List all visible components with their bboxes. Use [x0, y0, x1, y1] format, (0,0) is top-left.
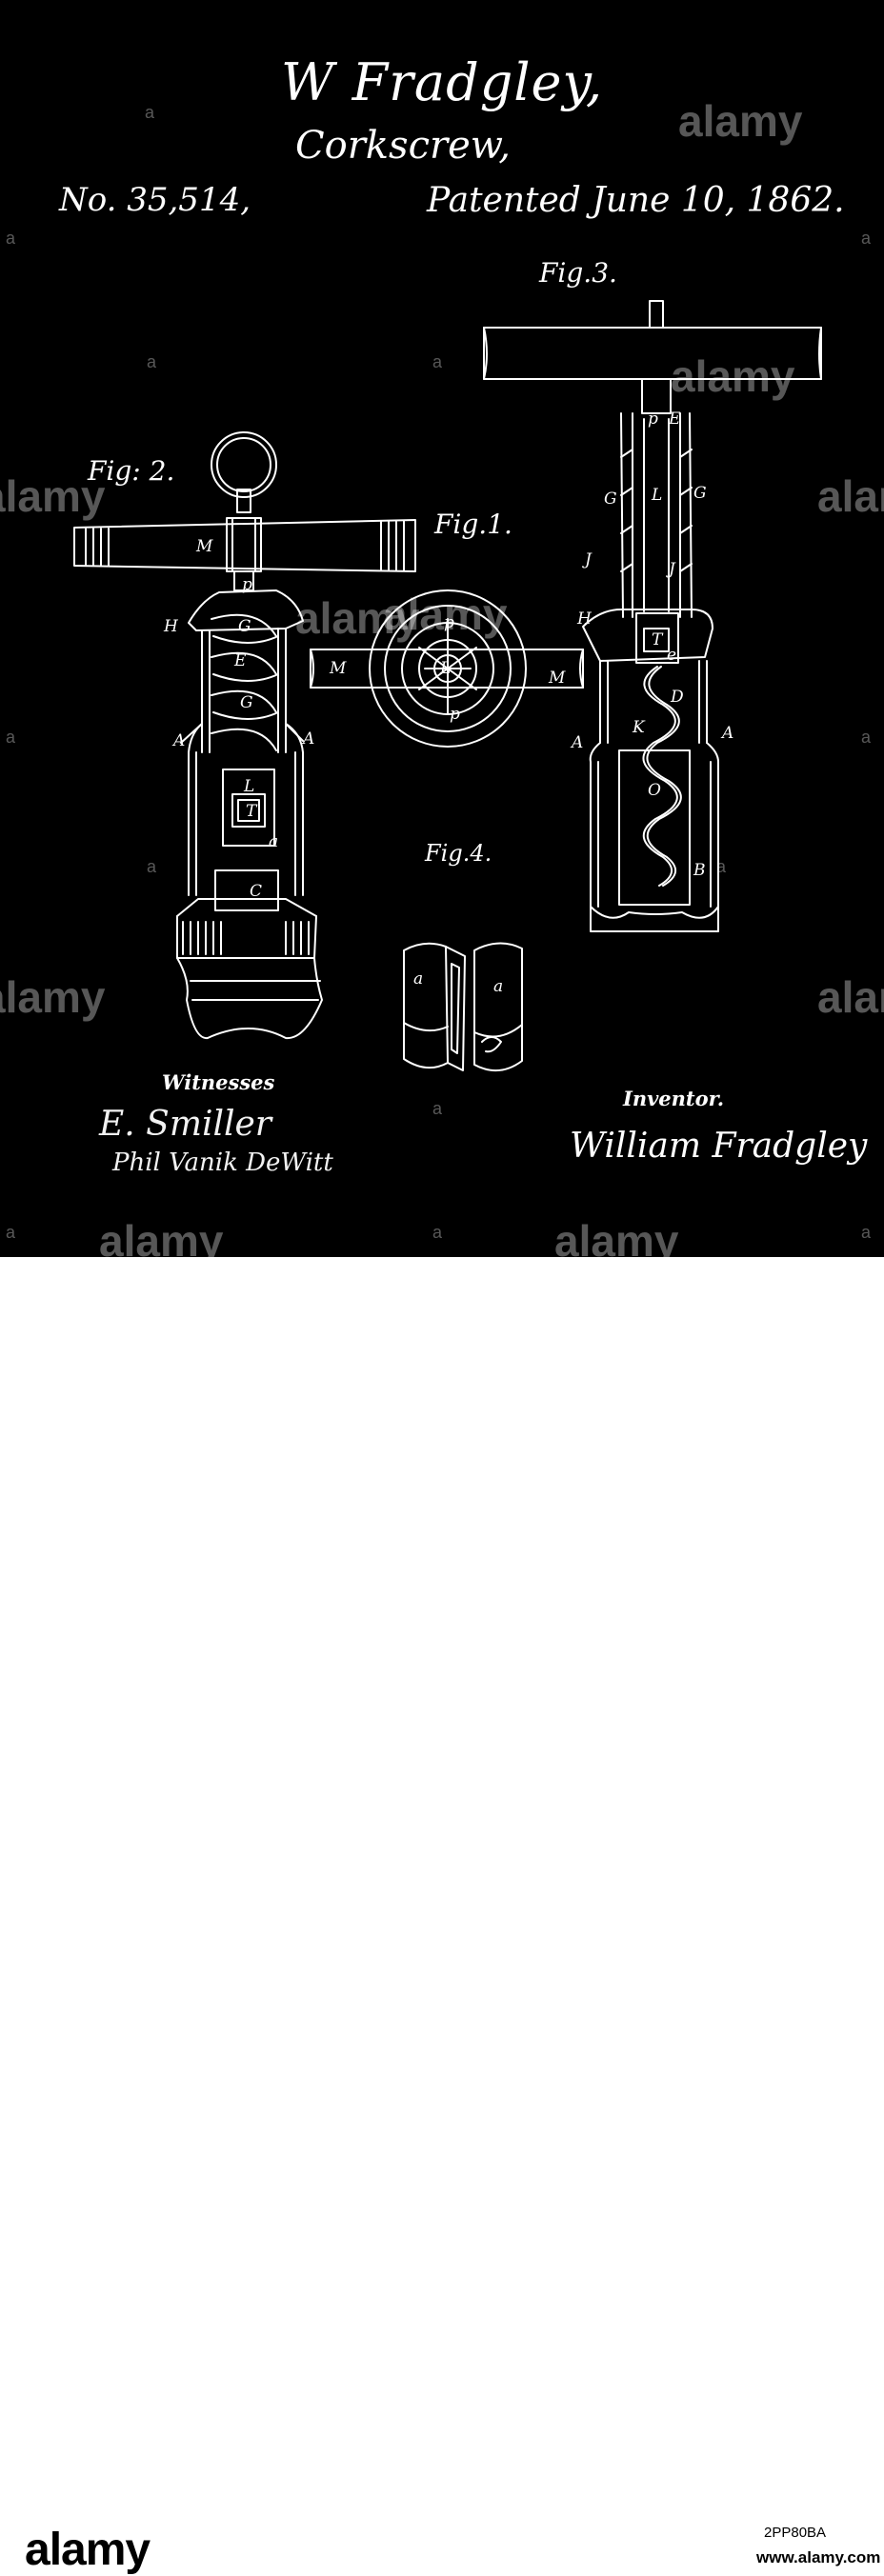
watermark-mark: a — [6, 728, 15, 748]
watermark-brand: alamy — [671, 350, 794, 402]
watermark-mark: a — [716, 857, 726, 877]
label-H-fig3: H — [577, 611, 592, 628]
patent-sheet: W Fradgley, Corkscrew, No. 35,514, Paten… — [0, 0, 884, 1257]
label-L-fig1: L — [440, 661, 451, 677]
footer-brand-logo: alamy — [25, 2524, 150, 2576]
witness-signature-2: Phil Vanik DeWitt — [112, 1148, 333, 1177]
watermark-mark: a — [432, 352, 442, 372]
label-A-fig2: A — [173, 733, 185, 749]
figure-2-drawing — [74, 432, 415, 1038]
label-D-fig3: D — [671, 689, 684, 706]
watermark-brand: alamy — [817, 470, 884, 522]
label-p-fig3: p — [648, 411, 658, 428]
figure-4-drawing — [404, 943, 522, 1070]
image-id: 2PP80BA — [764, 2525, 826, 2541]
label-E-fig2: E — [234, 653, 246, 669]
label-H-fig2: H — [164, 619, 178, 635]
label-M-fig1-left: M — [330, 661, 346, 677]
label-e-fig3: e — [667, 648, 676, 664]
watermark-brand: alamy — [0, 971, 105, 1023]
watermark-mark: a — [861, 1223, 871, 1243]
inventor-signature: William Fradgley — [570, 1127, 867, 1166]
watermark-mark: a — [147, 857, 156, 877]
site-url[interactable]: www.alamy.com — [756, 2548, 880, 2567]
label-J-fig3-right: J — [669, 562, 675, 578]
label-p-fig1-bottom: p — [450, 707, 460, 723]
label-A-fig3-left: A — [572, 735, 583, 751]
watermark-mark: a — [6, 229, 15, 249]
watermark-mark: a — [861, 728, 871, 748]
watermark-brand: alamy — [817, 971, 884, 1023]
label-B-fig3: B — [693, 863, 706, 879]
watermark-mark: a — [145, 103, 154, 123]
inventor-label: Inventor. — [623, 1087, 724, 1110]
label-K-fig3: K — [633, 720, 645, 736]
label-T-fig3: T — [652, 632, 662, 649]
label-a-fig4-left: a — [413, 971, 423, 988]
stock-footer: alamy 2PP80BA www.alamy.com — [0, 1257, 884, 1324]
watermark-mark: a — [6, 1223, 15, 1243]
label-L-fig2: L — [244, 779, 254, 795]
label-A2-fig2: A — [303, 731, 314, 748]
label-T-fig2: T — [246, 804, 256, 820]
label-A-fig3-right: A — [722, 726, 733, 742]
witness-signature-1: E. Smiller — [99, 1105, 271, 1144]
watermark-mark: a — [147, 352, 156, 372]
label-O-fig3: O — [648, 783, 661, 799]
watermark-brand: alamy — [554, 1215, 678, 1257]
watermark-brand: alamy — [0, 470, 105, 522]
label-G-fig3-right: G — [693, 486, 707, 502]
watermark-brand: alamy — [99, 1215, 223, 1257]
label-G-fig2: G — [238, 619, 251, 635]
label-G2-fig2: G — [240, 695, 253, 711]
label-a-fig4-right: a — [493, 979, 503, 995]
label-M-fig2: M — [196, 539, 212, 555]
watermark-mark: a — [861, 229, 871, 249]
label-G-fig3-left: G — [604, 491, 617, 508]
watermark-brand: alamy — [678, 95, 802, 147]
label-L-fig3: L — [652, 488, 662, 504]
label-a-fig2: a — [269, 834, 278, 850]
label-M-fig1-right: M — [549, 670, 565, 687]
watermark-mark: a — [432, 1223, 442, 1243]
watermark-brand: alamy — [383, 589, 507, 640]
label-C-fig2: C — [250, 884, 262, 900]
label-E-fig3: E — [669, 411, 680, 428]
label-p-fig2: p — [242, 577, 252, 593]
watermark-mark: a — [432, 1099, 442, 1119]
witnesses-label: Witnesses — [162, 1070, 274, 1094]
label-J-fig3-left: J — [585, 552, 592, 569]
